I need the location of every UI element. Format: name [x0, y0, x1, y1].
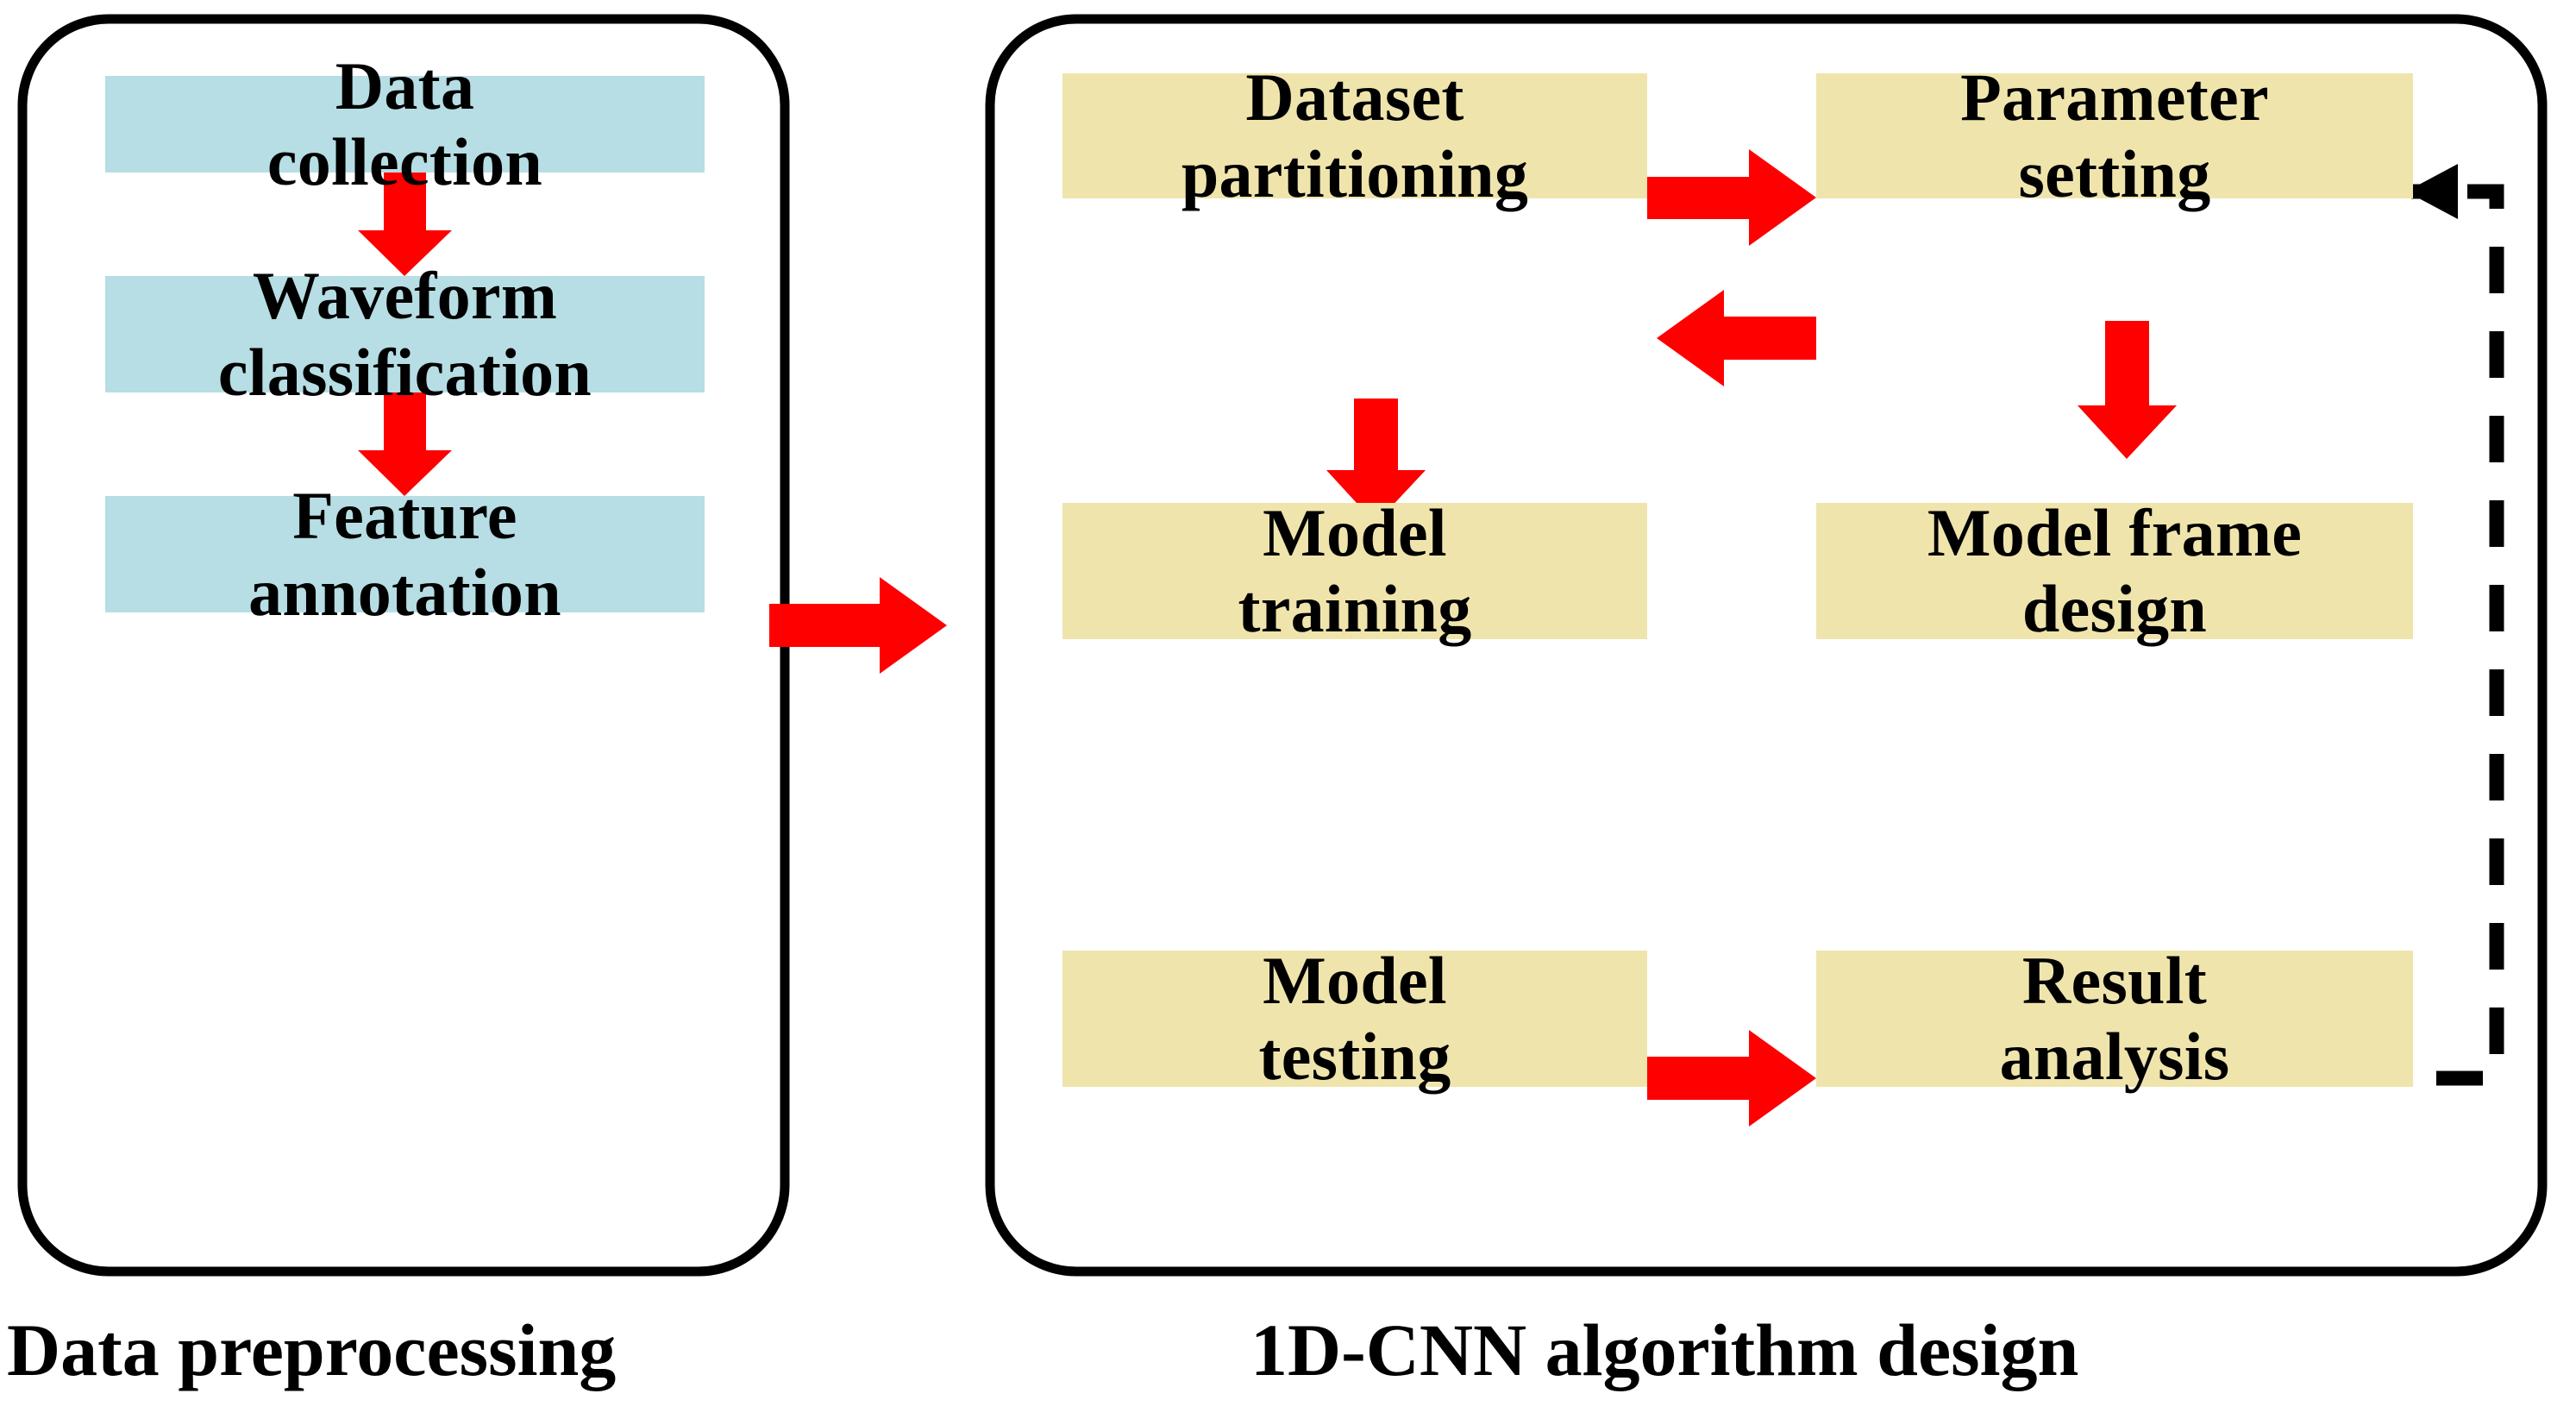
arrow-preprocessing-to-algorithm-design: [769, 577, 947, 674]
node-model-frame-design-label: Model frame design: [1927, 494, 2303, 646]
arrow-waveform-classification-to-feature-annotation: [358, 392, 452, 496]
arrow-dataset-partitioning-to-parameter-setting: [1647, 149, 1816, 246]
panel-outline-algorithm-design: [985, 14, 2548, 1277]
arrow-parameter-setting-to-model-frame-design: [2078, 321, 2177, 459]
arrow-model-training-to-model-testing: [1326, 399, 1426, 524]
node-model-training[interactable]: Model training: [1062, 495, 1647, 646]
node-model-testing-label: Model testing: [1258, 942, 1451, 1094]
node-waveform-classification-label: Waveform classification: [217, 258, 592, 410]
node-result-analysis[interactable]: Result analysis: [1816, 943, 2413, 1094]
arrow-data-collection-to-waveform-classification: [358, 173, 452, 276]
caption-algorithm-design: 1D-CNN algorithm design: [1250, 1309, 2079, 1391]
node-model-testing[interactable]: Model testing: [1062, 943, 1647, 1094]
node-dataset-partitioning-label: Dataset partitioning: [1181, 60, 1529, 211]
node-parameter-setting[interactable]: Parameter setting: [1816, 60, 2413, 211]
node-model-training-label: Model training: [1238, 494, 1472, 646]
node-waveform-classification[interactable]: Waveform classification: [105, 258, 705, 410]
node-data-collection-label: Data collection: [266, 47, 543, 199]
node-dataset-partitioning[interactable]: Dataset partitioning: [1062, 60, 1647, 211]
feedback-loop-result-analysis-to-parameter-setting: [2406, 164, 2504, 1086]
node-model-frame-design[interactable]: Model frame design: [1816, 495, 2413, 646]
node-feature-annotation[interactable]: Feature annotation: [105, 478, 705, 630]
arrow-model-testing-to-result-analysis: [1647, 1030, 1816, 1127]
arrow-model-frame-design-to-model-training: [1657, 290, 1816, 386]
node-parameter-setting-label: Parameter setting: [1960, 60, 2269, 211]
caption-data-preprocessing: Data preprocessing: [7, 1309, 617, 1391]
node-result-analysis-label: Result analysis: [1999, 942, 2230, 1094]
node-data-collection[interactable]: Data collection: [105, 48, 705, 199]
node-feature-annotation-label: Feature annotation: [248, 478, 561, 630]
